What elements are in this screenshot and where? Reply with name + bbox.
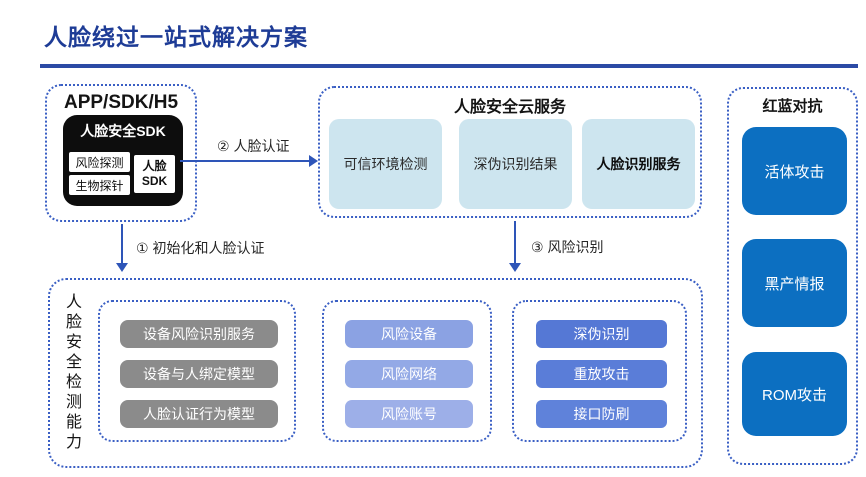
face-security-sdk-box: 人脸安全SDK 风险探测 生物探针 人脸 SDK bbox=[63, 115, 183, 206]
detection-panel-side-label: 人脸安全检测能力 bbox=[63, 293, 80, 453]
flow-arrow-3-head-icon bbox=[509, 263, 521, 272]
pill-risk-account: 风险账号 bbox=[345, 400, 473, 428]
flow-arrow-3-line bbox=[514, 221, 516, 264]
detection-group-device-risk: 设备风险识别服务 设备与人绑定模型 人脸认证行为模型 bbox=[98, 300, 296, 442]
pill-face-auth-behavior: 人脸认证行为模型 bbox=[120, 400, 278, 428]
red-blue-confrontation-panel: 红蓝对抗 活体攻击 黑产情报 ROM攻击 bbox=[727, 87, 858, 465]
pill-api-antiabuse: 接口防刷 bbox=[536, 400, 667, 428]
flow-arrow-1-head-icon bbox=[116, 263, 128, 272]
face-sdk-chip: 人脸 SDK bbox=[134, 155, 175, 193]
app-sdk-h5-panel: APP/SDK/H5 人脸安全SDK 风险探测 生物探针 人脸 SDK bbox=[45, 84, 197, 222]
risk-detection-chip: 风险探测 bbox=[69, 152, 130, 172]
flow-arrow-2-line bbox=[180, 160, 310, 162]
detection-group-risk-entities: 风险设备 风险网络 风险账号 bbox=[322, 300, 492, 442]
title-underline bbox=[40, 64, 858, 68]
app-panel-title: APP/SDK/H5 bbox=[63, 92, 179, 113]
cloud-item-face-recognition: 人脸识别服务 bbox=[582, 119, 695, 209]
face-security-cloud-panel: 人脸安全云服务 可信环境检测 深伪识别结果 人脸识别服务 bbox=[318, 86, 702, 218]
flow-arrow-1-line bbox=[121, 224, 123, 264]
flow-arrow-2-head-icon bbox=[309, 155, 318, 167]
face-sdk-chip-line1: 人脸 bbox=[142, 159, 167, 173]
redblue-panel-title: 红蓝对抗 bbox=[762, 98, 823, 115]
page-title: 人脸绕过一站式解决方案 bbox=[44, 24, 308, 50]
pill-device-risk-service: 设备风险识别服务 bbox=[120, 320, 278, 348]
pill-replay-attack: 重放攻击 bbox=[536, 360, 667, 388]
redblue-item-blackmarket-intel: 黑产情报 bbox=[742, 239, 847, 327]
face-security-detection-panel: 人脸安全检测能力 设备风险识别服务 设备与人绑定模型 人脸认证行为模型 风险设备… bbox=[48, 278, 703, 468]
pill-risk-device: 风险设备 bbox=[345, 320, 473, 348]
cloud-panel-title: 人脸安全云服务 bbox=[453, 99, 566, 116]
pill-deepfake-detection: 深伪识别 bbox=[536, 320, 667, 348]
detection-group-attack-detection: 深伪识别 重放攻击 接口防刷 bbox=[512, 300, 687, 442]
redblue-item-rom-attack: ROM攻击 bbox=[742, 352, 847, 436]
face-sdk-chip-line2: SDK bbox=[141, 174, 168, 188]
cloud-item-deepfake-result: 深伪识别结果 bbox=[459, 119, 572, 209]
bio-probe-chip: 生物探针 bbox=[69, 175, 130, 195]
flow-step-3-label: ③ 风险识别 bbox=[531, 239, 604, 255]
redblue-item-liveness-attack: 活体攻击 bbox=[742, 127, 847, 215]
cloud-item-trusted-env: 可信环境检测 bbox=[329, 119, 442, 209]
pill-risk-network: 风险网络 bbox=[345, 360, 473, 388]
flow-step-2-label: ② 人脸认证 bbox=[217, 138, 290, 154]
flow-step-1-label: ① 初始化和人脸认证 bbox=[136, 240, 265, 256]
face-security-sdk-title: 人脸安全SDK bbox=[80, 123, 166, 139]
pill-device-person-binding: 设备与人绑定模型 bbox=[120, 360, 278, 388]
